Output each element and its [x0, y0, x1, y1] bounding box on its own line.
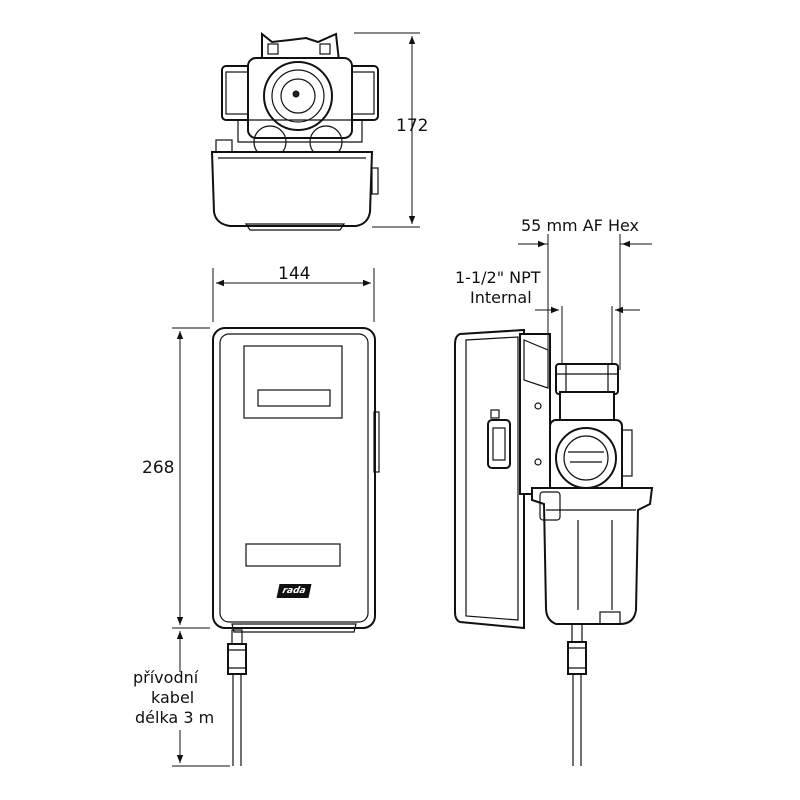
width-front-label: 144: [278, 264, 311, 284]
front-view: [172, 268, 380, 767]
top-view: [210, 31, 420, 231]
height-top-label: 172: [396, 116, 429, 136]
thread-type-label: Internal: [470, 288, 532, 307]
cable-note-line3: délka 3 m: [135, 708, 215, 727]
side-view: [454, 234, 654, 766]
cable-note-line2: kabel: [151, 688, 195, 707]
rada-logo-text: rada: [281, 586, 307, 596]
rada-logo: rada: [276, 584, 312, 598]
hex-size-label: 55 mm AF Hex: [521, 216, 639, 235]
height-front-label: 268: [142, 458, 175, 478]
cable-note-line1: přívodní: [133, 668, 199, 687]
thread-size-label: 1-1/2" NPT: [455, 268, 541, 287]
